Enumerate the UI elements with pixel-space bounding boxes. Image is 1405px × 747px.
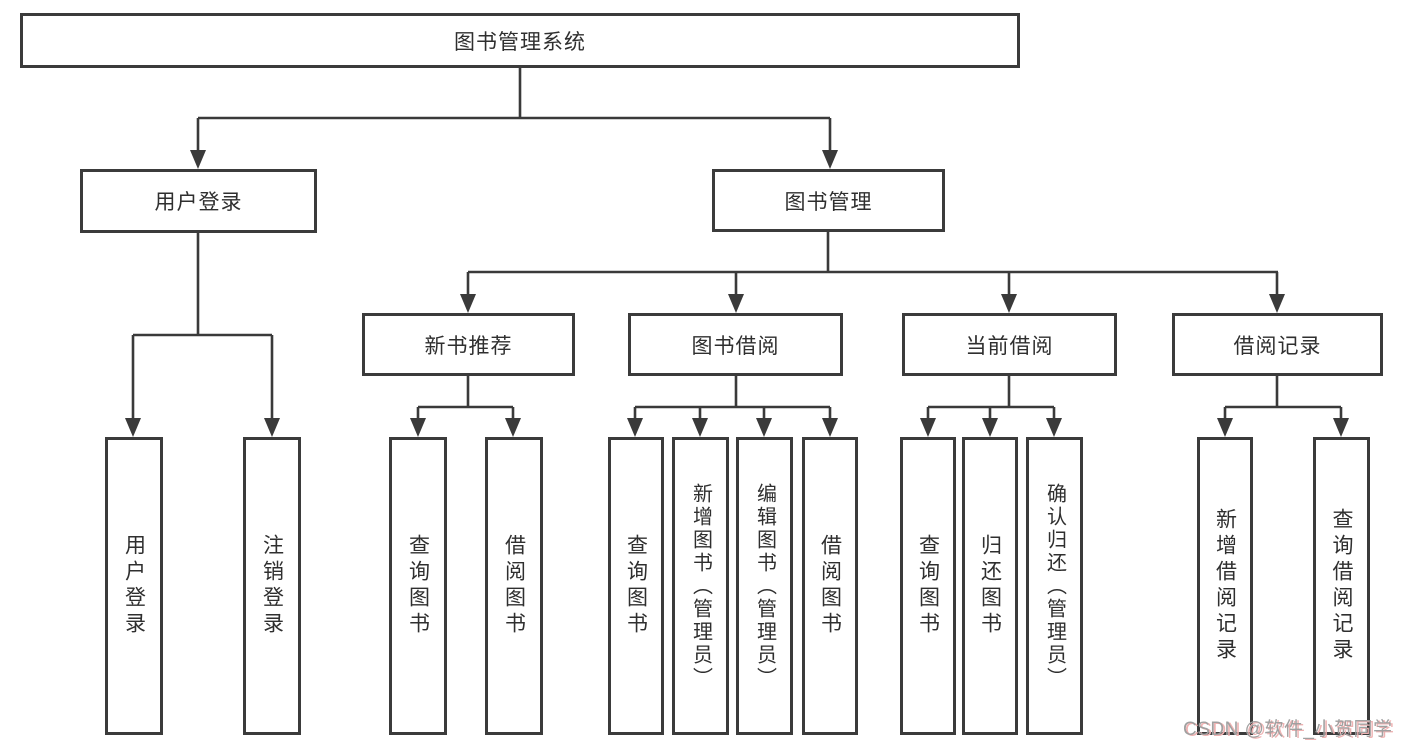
node-book-management: 图书管理: [712, 169, 945, 232]
leaf-query-borrow-record: 查询借阅记录: [1313, 437, 1370, 735]
leaf-query-books-recommend: 查询图书: [389, 437, 447, 735]
node-new-book-recommendation: 新书推荐: [362, 313, 575, 376]
leaf-borrow-books: 借阅图书: [802, 437, 858, 735]
leaf-edit-book-admin: 编辑图书（管理员）: [736, 437, 793, 735]
leaf-user-login: 用户登录: [105, 437, 163, 735]
leaf-logout: 注销登录: [243, 437, 301, 735]
leaf-confirm-return-admin: 确认归还（管理员）: [1026, 437, 1083, 735]
watermark: CSDN @软件_小贺同学: [1183, 719, 1393, 740]
node-library-management-system: 图书管理系统: [20, 13, 1020, 68]
leaf-return-books: 归还图书: [962, 437, 1018, 735]
leaf-add-book-admin: 新增图书（管理员）: [672, 437, 729, 735]
leaf-borrow-books-recommend: 借阅图书: [485, 437, 543, 735]
node-current-borrowing: 当前借阅: [902, 313, 1117, 376]
node-user-login: 用户登录: [80, 169, 317, 233]
leaf-query-books-current: 查询图书: [900, 437, 956, 735]
node-borrowing-records: 借阅记录: [1172, 313, 1383, 376]
node-book-borrowing: 图书借阅: [628, 313, 843, 376]
leaf-query-books-borrow: 查询图书: [608, 437, 664, 735]
leaf-add-borrow-record: 新增借阅记录: [1197, 437, 1253, 735]
